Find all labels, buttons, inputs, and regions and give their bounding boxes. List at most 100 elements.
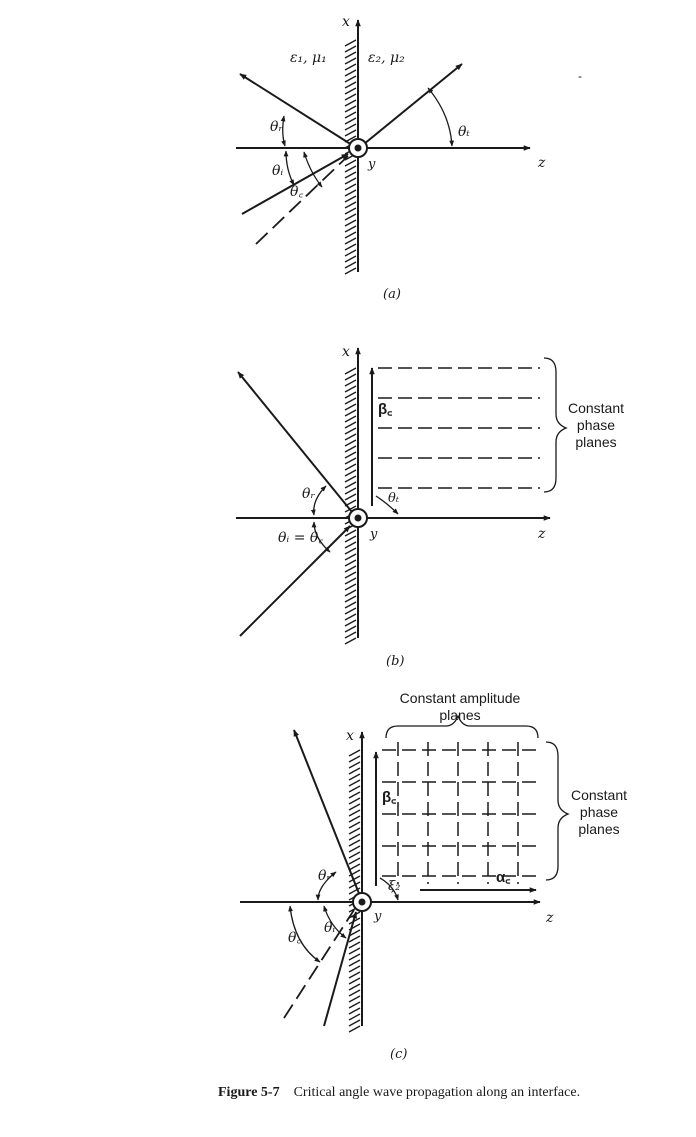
reflected-ray-c <box>293 729 361 897</box>
hatch-stroke <box>348 815 361 823</box>
arc-theta-i-b <box>311 521 331 553</box>
arc-theta-r-a <box>280 115 286 147</box>
hatch-stroke <box>344 105 357 113</box>
medium1-label: ε₁, μ₁ <box>290 50 327 66</box>
hatch-stroke <box>344 619 357 627</box>
hatch-stroke <box>344 637 357 645</box>
arc-theta-t-a <box>427 87 455 147</box>
hatch-stroke <box>344 81 357 89</box>
hatch-stroke <box>344 171 357 179</box>
hatch-stroke <box>344 99 357 107</box>
arc-theta-i-c <box>323 905 347 939</box>
hatch-stroke <box>348 809 361 817</box>
hatch-stroke <box>344 117 357 125</box>
hatch-stroke <box>344 409 357 417</box>
incident-ray-b <box>239 525 351 637</box>
amplitude-brace-c <box>385 714 539 739</box>
y-label-b: y <box>369 527 378 542</box>
phase-brace-b <box>543 357 568 493</box>
theta-i-label-a: θᵢ <box>272 163 283 179</box>
hatch-stroke <box>348 749 361 757</box>
hatch-stroke <box>344 69 357 77</box>
hatch-stroke <box>344 607 357 615</box>
hatch-stroke <box>344 601 357 609</box>
incident-ray-a <box>241 153 349 215</box>
hatch-stroke <box>348 857 361 865</box>
hatch-stroke <box>344 589 357 597</box>
hatch-stroke <box>348 935 361 943</box>
panel-c: Constant amplitude planes Constant phase… <box>240 690 627 1062</box>
stray-mark: - <box>578 69 582 83</box>
hatch-stroke <box>344 547 357 555</box>
hatch-stroke <box>344 571 357 579</box>
hatch-stroke <box>348 791 361 799</box>
panel-b: x β꜀ θₜ θᵣ θᵢ = θ꜀ y z Constant phase pl… <box>236 344 624 669</box>
hatch-stroke <box>344 159 357 167</box>
hatch-stroke <box>348 983 361 991</box>
hatch-stroke <box>344 261 357 269</box>
hatch-stroke <box>344 57 357 65</box>
hatch-stroke <box>344 631 357 639</box>
critical-ray-a <box>255 155 349 245</box>
hatch-stroke <box>344 51 357 59</box>
hatch-stroke <box>348 845 361 853</box>
alpha-c-label-c: α꜀ <box>496 869 510 886</box>
hatch-stroke <box>348 863 361 871</box>
panel-label-c: (c) <box>390 1047 407 1062</box>
hatch-stroke <box>344 219 357 227</box>
hatch-stroke <box>344 379 357 387</box>
amplitude-planes-c <box>397 742 519 884</box>
hatch-stroke <box>344 207 357 215</box>
z-label-c: z <box>545 910 554 926</box>
xi2-label-c: ξ₂ <box>388 879 400 894</box>
amplitude-label-c-1: Constant amplitude <box>400 690 521 706</box>
hatch-stroke <box>348 797 361 805</box>
hatch-stroke <box>348 929 361 937</box>
phase-label-c-3: planes <box>578 821 619 837</box>
transmitted-ray-a <box>363 63 463 145</box>
hatch-stroke <box>344 421 357 429</box>
interface-hatch-b <box>344 367 357 645</box>
hatch-stroke <box>348 971 361 979</box>
hatch-stroke <box>344 39 357 47</box>
phase-label-c-1: Constant <box>571 787 627 803</box>
hatch-stroke <box>348 989 361 997</box>
arc-theta-c-c <box>288 905 321 963</box>
hatch-stroke <box>348 1007 361 1015</box>
hatch-stroke <box>348 965 361 973</box>
incident-ray-c <box>323 911 357 1027</box>
hatch-stroke <box>344 111 357 119</box>
arc-theta-i-a <box>283 150 295 186</box>
beta-c-label-c: β꜀ <box>382 789 396 806</box>
medium2-label: ε₂, μ₂ <box>368 50 405 66</box>
hatch-stroke <box>344 577 357 585</box>
figure-number: Figure 5-7 <box>218 1085 280 1100</box>
hatch-stroke <box>348 767 361 775</box>
hatch-stroke <box>348 1019 361 1027</box>
hatch-stroke <box>348 995 361 1003</box>
hatch-stroke <box>348 773 361 781</box>
hatch-stroke <box>344 243 357 251</box>
hatch-stroke <box>344 403 357 411</box>
phase-planes-c <box>382 749 540 877</box>
interface-hatch-a <box>344 39 357 275</box>
x-label-b: x <box>342 344 350 360</box>
hatch-stroke <box>348 881 361 889</box>
y-label-a: y <box>367 157 376 172</box>
hatch-stroke <box>348 947 361 955</box>
hatch-stroke <box>348 839 361 847</box>
hatch-stroke <box>344 45 357 53</box>
hatch-stroke <box>348 959 361 967</box>
hatch-stroke <box>348 821 361 829</box>
hatch-stroke <box>344 183 357 191</box>
hatch-stroke <box>348 779 361 787</box>
hatch-stroke <box>344 397 357 405</box>
hatch-stroke <box>348 1013 361 1021</box>
hatch-stroke <box>344 123 357 131</box>
hatch-stroke <box>344 445 357 453</box>
origin-dot-b <box>354 514 362 522</box>
arc-xi2-c <box>379 877 399 901</box>
hatch-stroke <box>348 755 361 763</box>
hatch-stroke <box>344 189 357 197</box>
origin-dot-c <box>358 898 366 906</box>
